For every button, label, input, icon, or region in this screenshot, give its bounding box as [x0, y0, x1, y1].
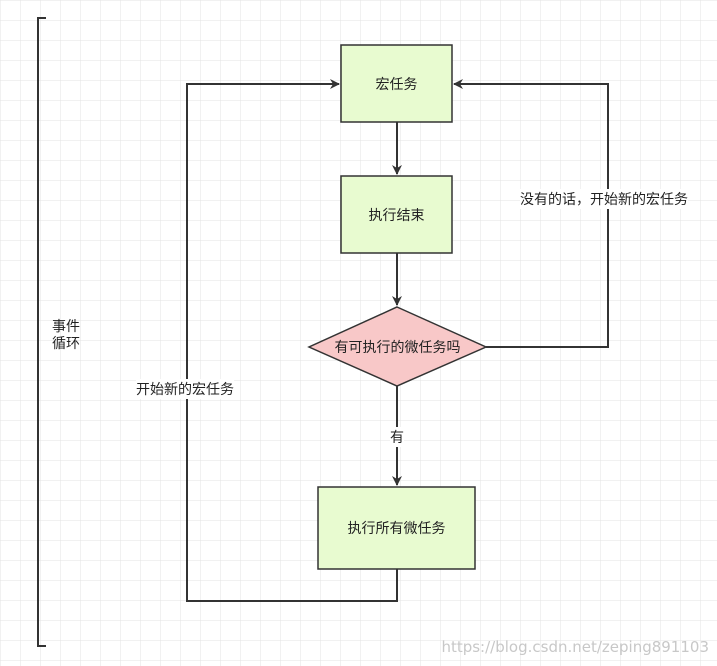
- loop-back-label: 开始新的宏任务: [136, 379, 234, 399]
- yes-branch-label: 有: [390, 427, 404, 447]
- arrow-no-branch: [453, 79, 609, 348]
- exec-end-label: 执行结束: [368, 207, 425, 224]
- arrow-loop-back: [186, 79, 398, 602]
- exec-micro-label: 执行所有微任务: [347, 521, 446, 537]
- exec-micro-box: [317, 486, 476, 570]
- event-loop-bracket: [37, 17, 46, 647]
- macro-task-box: [340, 44, 453, 123]
- decision-label: 有可执行的微任务吗: [334, 339, 461, 356]
- event-loop-label-line2: 循环: [52, 336, 80, 352]
- event-loop-label-line1: 事件: [52, 319, 80, 335]
- watermark-text: https://blog.csdn.net/zeping891103: [441, 638, 709, 656]
- macro-task-label: 宏任务: [375, 76, 418, 93]
- no-branch-label: 没有的话，开始新的宏任务: [520, 189, 688, 209]
